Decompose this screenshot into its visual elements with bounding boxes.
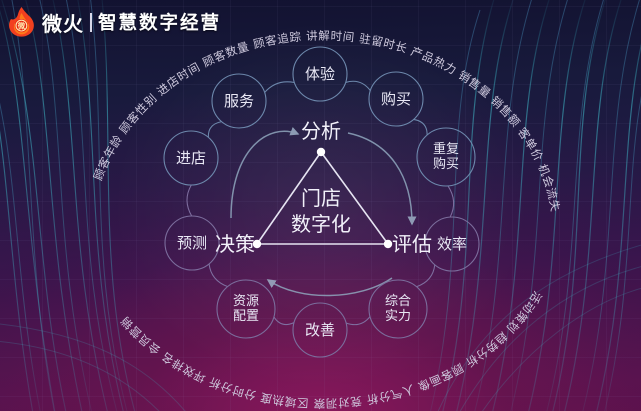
core-triangle bbox=[252, 147, 393, 249]
node-links bbox=[186, 80, 455, 326]
vertex-evaluation[interactable]: 评估 bbox=[392, 232, 432, 256]
flow-arrows bbox=[230, 127, 417, 297]
node-label: 改善 bbox=[305, 321, 335, 339]
node-forecast[interactable]: 预测 bbox=[164, 215, 220, 271]
header-bar: 微 微火 智慧数字经营 bbox=[0, 0, 641, 44]
node-label: 体验 bbox=[305, 65, 335, 83]
flame-icon: 微 bbox=[8, 7, 35, 37]
core-label-line2: 数字化 bbox=[291, 212, 351, 236]
node-label: 服务 bbox=[224, 92, 254, 110]
vertex-analysis[interactable]: 分析 bbox=[301, 119, 341, 143]
node-improve[interactable]: 改善 bbox=[292, 302, 348, 358]
node-label: 购买 bbox=[381, 90, 411, 108]
node-enter-store[interactable]: 进店 bbox=[163, 130, 219, 186]
node-label: 预测 bbox=[177, 234, 207, 252]
node-purchase[interactable]: 购买 bbox=[368, 71, 424, 127]
node-experience[interactable]: 体验 bbox=[292, 46, 348, 102]
header-subtitle: 智慧数字经营 bbox=[98, 13, 222, 34]
node-label: 进店 bbox=[176, 149, 206, 167]
core-label-line1: 门店 bbox=[301, 186, 341, 210]
node-efficiency[interactable]: 效率 bbox=[424, 216, 480, 272]
node-label: 实力 bbox=[385, 309, 411, 324]
svg-text:微: 微 bbox=[17, 21, 26, 30]
vertex-decision[interactable]: 决策 bbox=[215, 232, 255, 256]
node-label: 重复 bbox=[433, 141, 459, 157]
node-label: 效率 bbox=[437, 235, 467, 253]
node-label: 资源 bbox=[233, 294, 259, 309]
node-label: 综合 bbox=[385, 294, 411, 309]
header-divider bbox=[90, 12, 92, 32]
node-service[interactable]: 服务 bbox=[211, 73, 267, 129]
brand-name: 微火 bbox=[42, 11, 84, 36]
node-label: 配置 bbox=[233, 309, 259, 324]
node-label: 购买 bbox=[433, 156, 459, 172]
